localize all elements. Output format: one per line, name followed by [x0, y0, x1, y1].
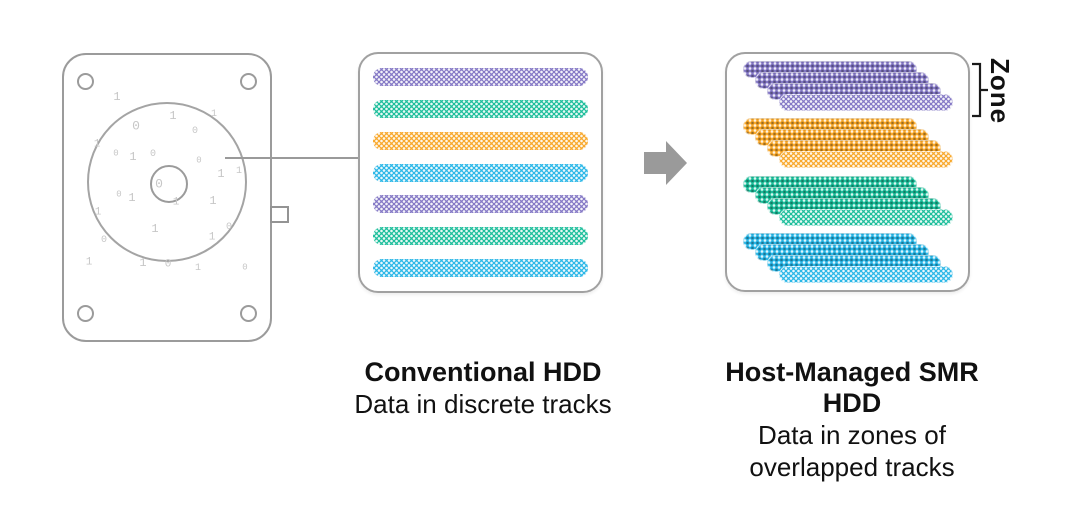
- zoom-region-square: [270, 206, 289, 223]
- hdd-case: [62, 53, 289, 342]
- track-list: [360, 54, 601, 291]
- zone-green: [743, 175, 955, 226]
- zone-purple: [743, 61, 955, 112]
- zone-orange: [743, 118, 955, 169]
- track-bar-orange: [373, 131, 588, 150]
- zone-bar: [779, 265, 953, 283]
- hdd-platter: [87, 102, 247, 262]
- smr-title: Host-Managed SMR HDD: [725, 357, 979, 418]
- track-bar-cyan: [373, 163, 588, 182]
- conventional-subtitle: Data in discrete tracks: [354, 389, 612, 419]
- smr-caption: Host-Managed SMR HDD Data in zones of ov…: [702, 357, 1002, 483]
- track-bar-purple: [373, 195, 588, 214]
- zone-bar: [779, 94, 953, 112]
- screw-hole-icon: [240, 305, 257, 322]
- conventional-caption: Conventional HDD Data in discrete tracks: [333, 357, 633, 420]
- screw-hole-icon: [77, 305, 94, 322]
- screw-hole-icon: [77, 73, 94, 90]
- connector-line: [225, 157, 358, 159]
- conventional-tracks-panel: [358, 52, 603, 293]
- track-bar-purple: [373, 67, 588, 86]
- track-bar-green: [373, 227, 588, 246]
- hdd-spindle-hub: [150, 165, 188, 203]
- zone-bracket: [972, 62, 988, 118]
- zone-cyan: [743, 232, 955, 283]
- zone-list: [727, 54, 968, 290]
- zone-bar: [779, 208, 953, 226]
- track-bar-cyan: [373, 259, 588, 278]
- zone-bar: [779, 151, 953, 169]
- block-arrow-right-icon: [644, 141, 687, 185]
- conventional-title: Conventional HDD: [364, 357, 602, 387]
- smr-zones-panel: [725, 52, 970, 292]
- track-bar-green: [373, 99, 588, 118]
- screw-hole-icon: [240, 73, 257, 90]
- zone-label: Zone: [985, 58, 1015, 125]
- smr-subtitle-line2: overlapped tracks: [749, 452, 955, 482]
- smr-subtitle-line1: Data in zones of: [758, 420, 946, 450]
